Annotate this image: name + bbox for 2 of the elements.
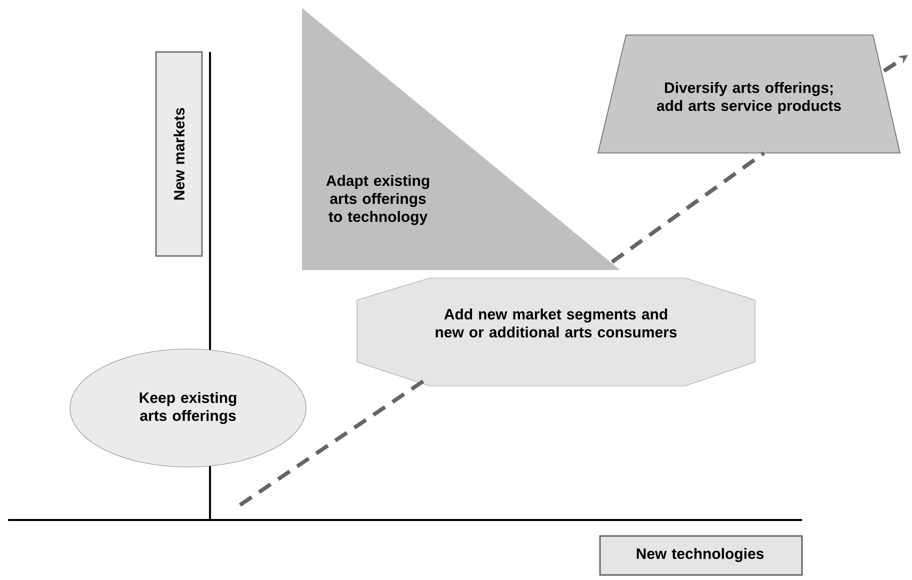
axis-label-box: New markets <box>155 51 203 257</box>
axis-label-box: New technologies <box>599 535 803 576</box>
